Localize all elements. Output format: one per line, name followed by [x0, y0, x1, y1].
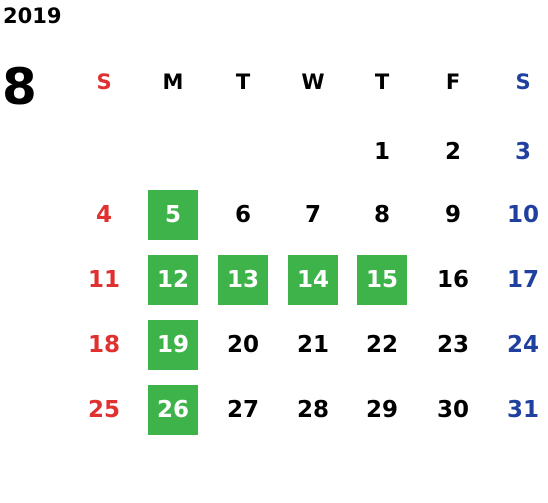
calendar-day[interactable]: 25	[87, 397, 120, 423]
weekday-header: W	[301, 70, 325, 94]
calendar-day[interactable]: 20	[226, 332, 259, 358]
weekday-header: S	[515, 70, 531, 94]
calendar-day[interactable]: 1	[373, 139, 390, 165]
calendar-day[interactable]: 10	[506, 202, 539, 228]
calendar-day[interactable]: 21	[296, 332, 329, 358]
calendar-day[interactable]: 30	[436, 397, 469, 423]
calendar-day-highlighted[interactable]: 26	[148, 385, 198, 435]
calendar-day[interactable]: 23	[436, 332, 469, 358]
calendar-day[interactable]: 8	[373, 202, 390, 228]
calendar-day[interactable]: 17	[506, 267, 539, 293]
calendar-day[interactable]: 3	[514, 139, 531, 165]
calendar-day[interactable]: 4	[95, 202, 112, 228]
calendar-day-highlighted[interactable]: 15	[357, 255, 407, 305]
calendar-month: 8	[2, 58, 37, 116]
calendar-day-highlighted[interactable]: 19	[148, 320, 198, 370]
calendar-day-highlighted[interactable]: 14	[288, 255, 338, 305]
calendar-day[interactable]: 22	[365, 332, 398, 358]
calendar-day[interactable]: 29	[365, 397, 398, 423]
weekday-header: M	[162, 70, 184, 94]
weekday-header: S	[96, 70, 112, 94]
weekday-header: F	[445, 70, 461, 94]
weekday-header: T	[235, 70, 251, 94]
calendar-year: 2019	[3, 4, 62, 28]
calendar-day[interactable]: 7	[304, 202, 321, 228]
calendar-day[interactable]: 24	[506, 332, 539, 358]
calendar-day[interactable]: 18	[87, 332, 120, 358]
calendar-day[interactable]: 28	[296, 397, 329, 423]
calendar-day-highlighted[interactable]: 5	[148, 190, 198, 240]
calendar-day[interactable]: 9	[444, 202, 461, 228]
calendar-day[interactable]: 6	[234, 202, 251, 228]
calendar-day[interactable]: 16	[436, 267, 469, 293]
calendar-day[interactable]: 11	[87, 267, 120, 293]
calendar-day-highlighted[interactable]: 13	[218, 255, 268, 305]
calendar-day[interactable]: 31	[506, 397, 539, 423]
weekday-header: T	[374, 70, 390, 94]
calendar-day[interactable]: 27	[226, 397, 259, 423]
calendar-day[interactable]: 2	[444, 139, 461, 165]
calendar-day-highlighted[interactable]: 12	[148, 255, 198, 305]
